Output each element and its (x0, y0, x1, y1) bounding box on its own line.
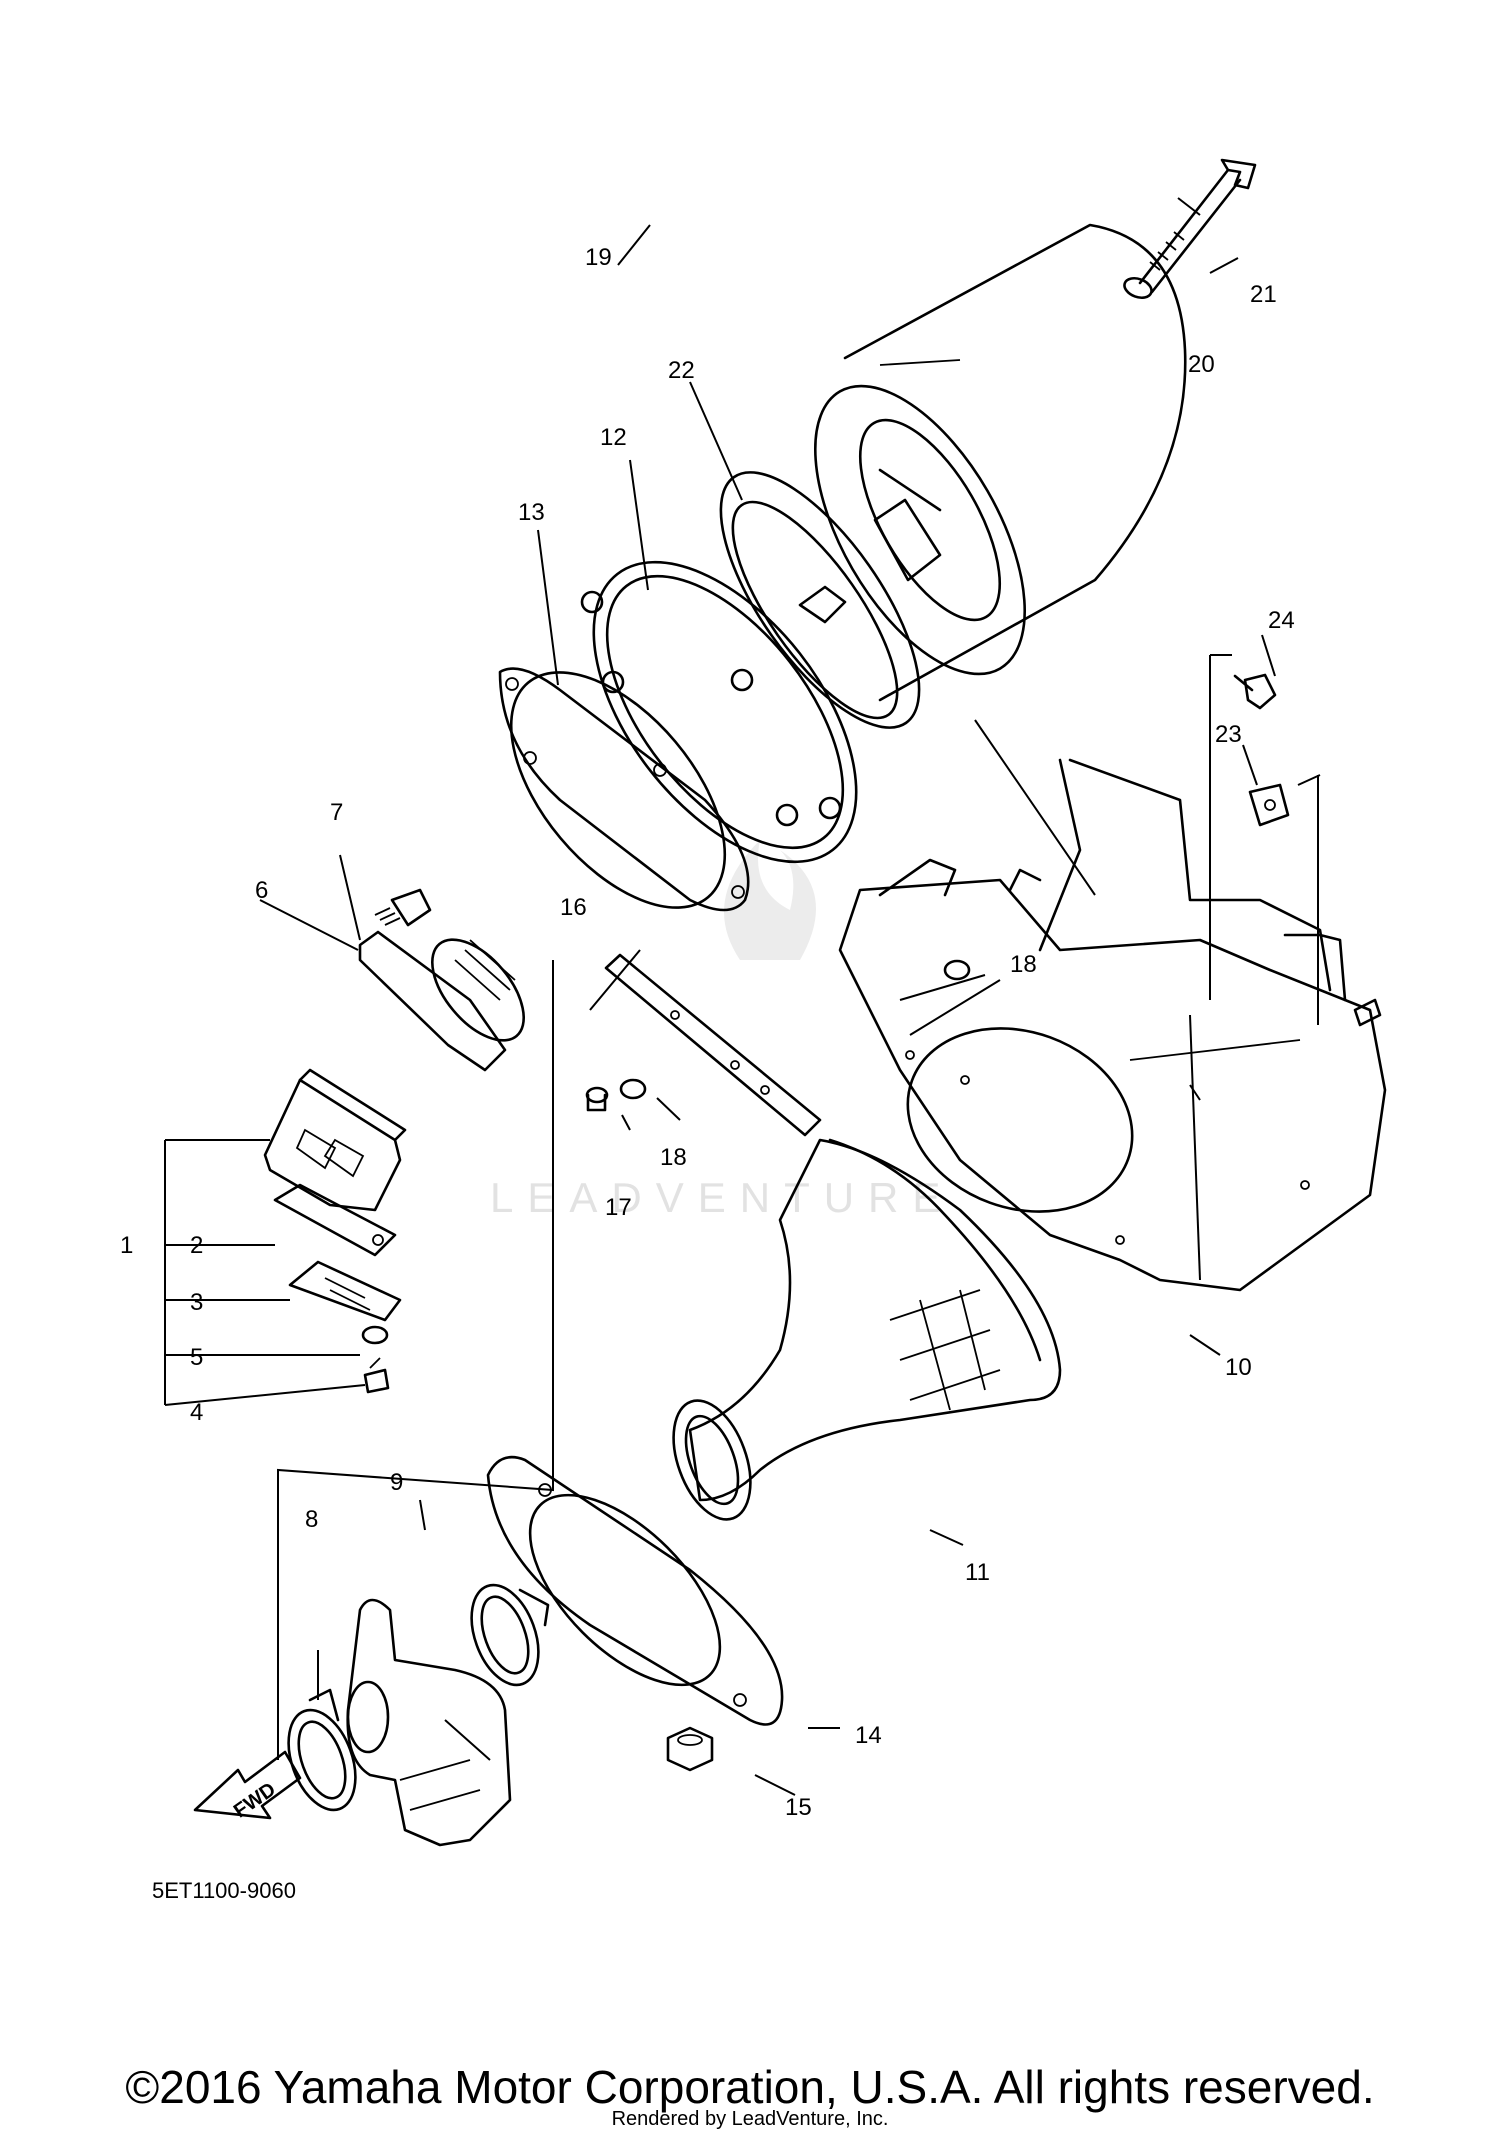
callout-19: 19 (585, 244, 612, 271)
callout-24: 24 (1268, 607, 1295, 634)
callout-20: 20 (1188, 351, 1215, 378)
part-6-joint (358, 930, 525, 1072)
part-21-bolt (1138, 158, 1257, 294)
part-4-screw (363, 1357, 390, 1394)
part-1-reed-valve-assembly (263, 1068, 407, 1212)
part-12-plate (580, 560, 858, 864)
part-11-intake-duct (672, 1138, 1062, 1521)
callout-13: 13 (518, 499, 545, 526)
callout-17: 17 (605, 1194, 632, 1221)
part-20-washer (1123, 276, 1153, 300)
callout-8: 8 (305, 1506, 318, 1533)
part-10-air-box (838, 758, 1387, 1292)
callout-16: 16 (560, 894, 587, 921)
fwd-arrow: FWD (193, 1750, 302, 1823)
watermark-text: LEADVENTURE (490, 1174, 954, 1221)
rendered-by-text: Rendered by LeadVenture, Inc. (611, 2108, 889, 2130)
callout-15: 15 (785, 1794, 812, 1821)
callout-10: 10 (1225, 1354, 1252, 1381)
part-19-air-filter (813, 223, 1187, 702)
part-9-clamp (470, 1583, 550, 1687)
part-8-clamp (287, 1688, 357, 1812)
carburetor (346, 1598, 512, 1847)
callout-12: 12 (600, 424, 627, 451)
callouts: 1 2 3 4 5 6 7 8 9 10 11 12 13 14 15 16 1… (120, 244, 1295, 1821)
callout-21: 21 (1250, 281, 1277, 308)
part-2-reed (273, 1183, 397, 1257)
leader-lines (164, 197, 1321, 1796)
callout-5: 5 (190, 1344, 203, 1371)
part-24-bolt (1233, 673, 1277, 710)
part-3-stopper (288, 1260, 402, 1322)
part-13-gasket (498, 667, 750, 912)
part-23-clip (1248, 783, 1290, 827)
callout-1: 1 (120, 1232, 133, 1259)
part-14-mount-plate (486, 1455, 784, 1726)
part-22-filter-holder (719, 468, 942, 729)
catalog-code: 5ET1100-9060 (152, 1878, 296, 1903)
part-17-rivet (585, 1086, 609, 1112)
part-5-washer (361, 1325, 389, 1345)
callout-2: 2 (190, 1232, 203, 1259)
part-7-bolt (374, 888, 432, 927)
callout-23: 23 (1215, 721, 1242, 748)
part-16-plate (604, 953, 822, 1137)
callout-7: 7 (330, 799, 343, 826)
part-18-washer (619, 959, 971, 1100)
watermark: LEADVENTURE (490, 840, 954, 1221)
callout-14: 14 (855, 1722, 882, 1749)
callout-3: 3 (190, 1289, 203, 1316)
callout-18b: 18 (1010, 951, 1037, 978)
callout-18a: 18 (660, 1144, 687, 1171)
part-15-nut (666, 1726, 714, 1772)
callout-4: 4 (190, 1399, 203, 1426)
callout-9: 9 (390, 1469, 403, 1496)
copyright-text: ©2016 Yamaha Motor Corporation, U.S.A. A… (125, 2061, 1375, 2113)
callout-11: 11 (965, 1559, 990, 1586)
callout-6: 6 (255, 877, 268, 904)
callout-22: 22 (668, 357, 695, 384)
